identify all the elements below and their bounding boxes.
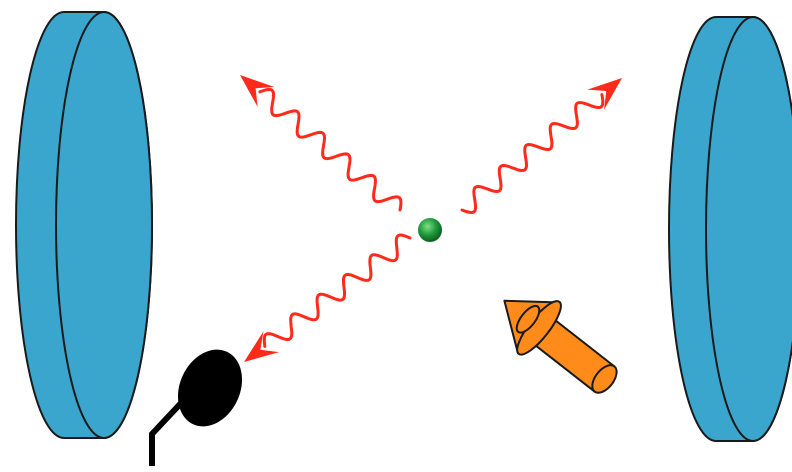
photodetector-icon <box>152 339 254 466</box>
left-mirror <box>16 12 152 438</box>
atom-dot-icon <box>418 218 442 242</box>
photon-upper-right-wave <box>462 95 603 213</box>
photon-upper-left-arrowhead <box>240 75 274 107</box>
right-mirror <box>669 17 792 441</box>
left-mirror-face <box>56 12 152 438</box>
detector-head <box>166 339 254 437</box>
right-mirror-face <box>706 17 792 441</box>
photon-upper-left-wave <box>260 89 401 210</box>
laser-beam-arrow-icon <box>484 275 632 411</box>
photon-lower-left-wave <box>264 235 410 346</box>
